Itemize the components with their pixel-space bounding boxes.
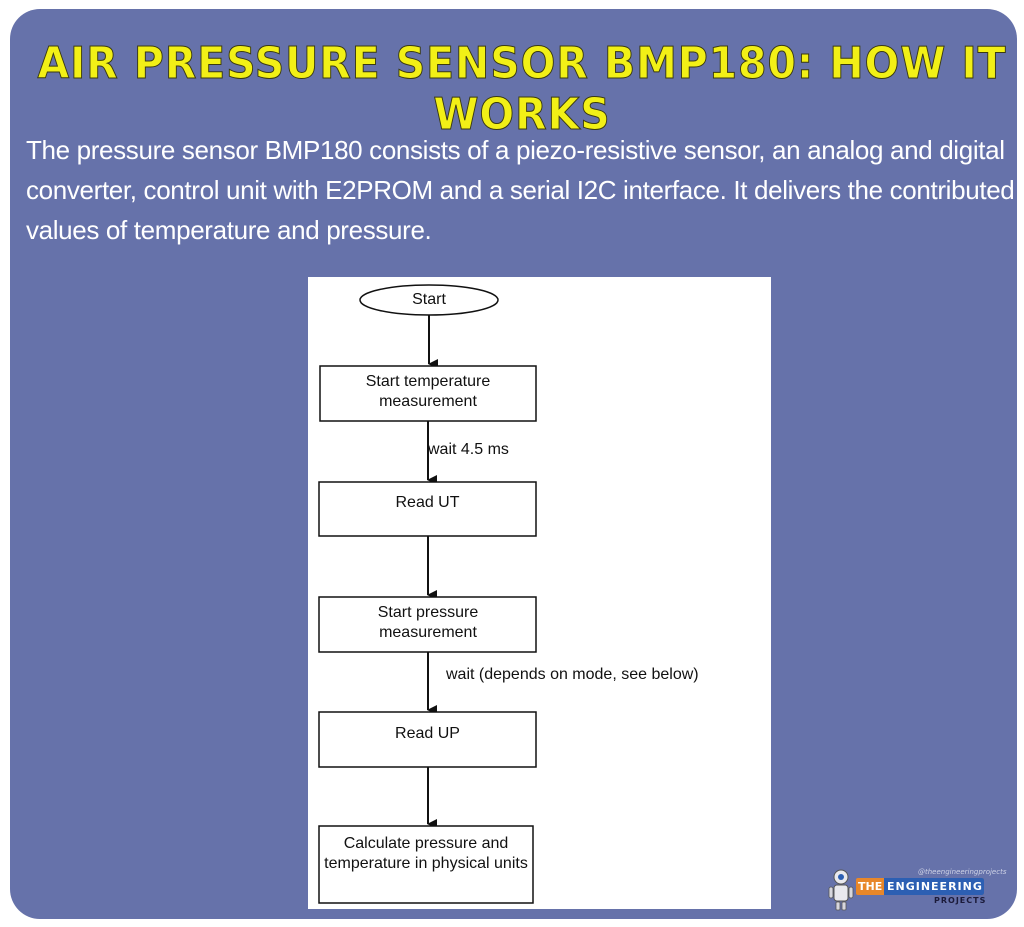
logo-projects: PROJECTS xyxy=(934,896,987,905)
wait2-label: wait (depends on mode, see below) xyxy=(446,666,699,683)
step1-label: Start temperature measurement xyxy=(365,373,491,410)
step2-label: Read UT xyxy=(395,494,460,511)
start-node-label: Start xyxy=(412,291,446,308)
logo-the: THE xyxy=(858,880,883,893)
logo-handle: @theengineeringprojects xyxy=(918,868,1007,876)
page-title: AIR PRESSURE SENSOR BMP180: HOW IT WORKS xyxy=(37,38,1007,141)
step5-box xyxy=(318,825,534,904)
step3-label: Start pressure measurement xyxy=(377,604,479,641)
wait1-label: wait 4.5 ms xyxy=(428,441,509,458)
engineering-projects-logo: @theengineeringprojects THE ENGINEERING … xyxy=(826,864,1006,914)
logo-engineering: ENGINEERING xyxy=(887,880,983,893)
flowchart-panel: Start Start temperature measurement wait… xyxy=(308,277,771,909)
step4-label: Read UP xyxy=(395,725,460,742)
step5-label: Calculate pressure and temperature in ph… xyxy=(324,835,528,872)
robot-icon xyxy=(828,869,854,911)
step4-box xyxy=(318,711,537,768)
flowchart-diagram xyxy=(318,284,537,904)
intro-paragraph: The pressure sensor BMP180 consists of a… xyxy=(26,135,1015,245)
logo-bar xyxy=(856,878,984,895)
